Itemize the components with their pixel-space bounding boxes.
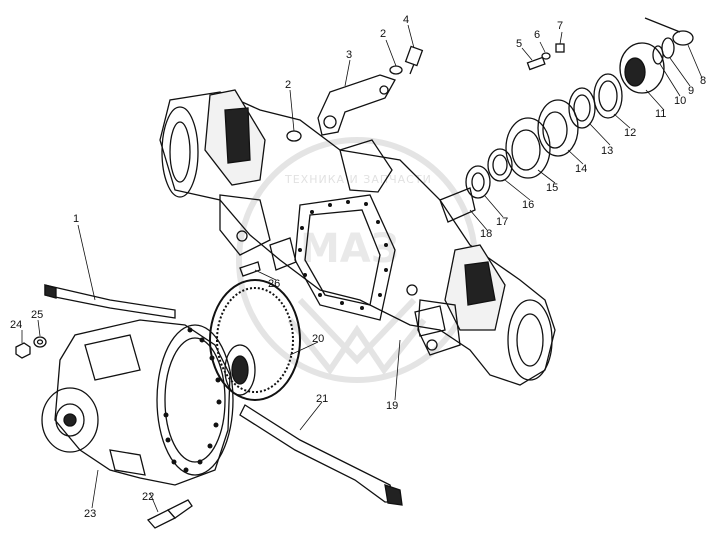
- hub-flange-part-11: [619, 42, 665, 94]
- washer-part-25: [33, 336, 47, 348]
- cap-part-8: [672, 30, 694, 46]
- callout-1: 1: [73, 213, 79, 225]
- bolt-part-22: [146, 499, 193, 529]
- callout-6: 6: [534, 29, 540, 41]
- bearing-part-14: [537, 99, 579, 157]
- differential-part-23: [41, 319, 256, 486]
- callout-18: 18: [480, 228, 492, 240]
- washer-part-6: [541, 52, 551, 60]
- callout-2b: 2: [380, 28, 386, 40]
- bolt-part-5: [526, 56, 546, 71]
- callout-10: 10: [674, 95, 686, 107]
- leader-lines: [21, 24, 703, 513]
- differential-bolt-ring: [163, 327, 222, 473]
- shaft-part-21: [239, 404, 403, 506]
- callout-7: 7: [557, 20, 563, 32]
- callout-15: 15: [546, 182, 558, 194]
- callout-11: 11: [655, 108, 666, 120]
- callout-3: 3: [346, 49, 352, 61]
- bearing-part-17: [465, 165, 491, 199]
- callout-8: 8: [700, 75, 706, 87]
- callout-20: 20: [312, 333, 324, 345]
- callout-2a: 2: [285, 79, 291, 91]
- callout-14: 14: [575, 163, 587, 175]
- callout-5: 5: [516, 38, 522, 50]
- callout-4: 4: [403, 14, 409, 26]
- watermark: МАЗ ТЕХНИКА И ЗАПЧАСТИ: [236, 137, 478, 383]
- callout-22: 22: [142, 491, 154, 503]
- watermark-text: ТЕХНИКА И ЗАПЧАСТИ: [284, 173, 432, 186]
- callout-labels: 1 2 2 3 4 5 6 7 8 9 10 11 12 13 14 15 16…: [10, 14, 706, 520]
- pin-part-8: [644, 17, 681, 33]
- bolt-part-26: [239, 261, 261, 277]
- gasket-part-15: [505, 117, 551, 179]
- nut-part-7: [555, 43, 565, 53]
- callout-13: 13: [601, 145, 613, 157]
- ring-part-13: [568, 87, 596, 129]
- callout-24: 24: [10, 319, 22, 331]
- watermark-logo-letters: МАЗ: [300, 226, 399, 272]
- callout-19: 19: [386, 400, 398, 412]
- seal-part-12: [593, 73, 623, 119]
- callout-26: 26: [268, 278, 280, 290]
- gasket-part-20: [209, 279, 301, 401]
- callout-16: 16: [522, 199, 534, 211]
- shaft-part-1: [44, 284, 176, 319]
- callout-17: 17: [496, 216, 508, 228]
- callout-12: 12: [624, 127, 636, 139]
- axle-housing: [159, 89, 556, 386]
- callout-25: 25: [31, 309, 43, 321]
- bracket-part-19: [414, 305, 446, 337]
- washer-part-10: [652, 45, 664, 65]
- callout-21: 21: [316, 393, 328, 405]
- callout-23: 23: [84, 508, 96, 520]
- ring-part-9: [661, 37, 675, 59]
- callout-9: 9: [688, 85, 694, 97]
- seal-part-16: [487, 148, 513, 182]
- bolt-part-4: [404, 45, 424, 75]
- shaft-part-18: [439, 187, 476, 223]
- housing-bolt-ring: [298, 200, 388, 310]
- hub-parts-right: [439, 17, 694, 223]
- nut-part-24: [15, 342, 31, 359]
- bracket-part-3: [317, 74, 396, 136]
